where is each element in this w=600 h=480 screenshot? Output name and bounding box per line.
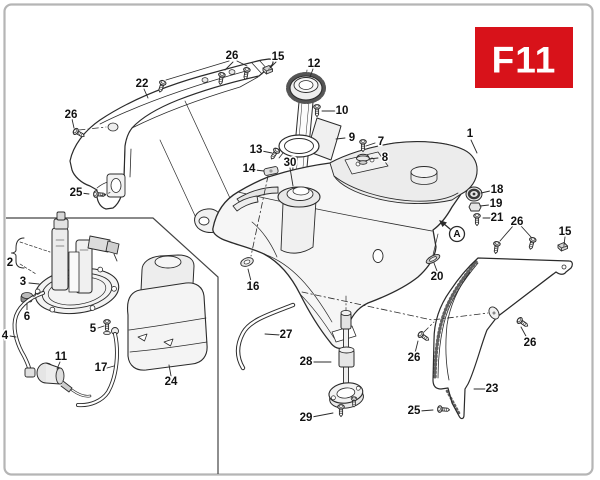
- part-label-20: 20: [431, 271, 444, 283]
- part-label-3: 3: [20, 276, 26, 288]
- part-label-10: 10: [336, 105, 349, 117]
- hardware-small-parts: [71, 65, 568, 414]
- part-label-25: 25: [408, 405, 421, 417]
- part-number-labels: 1234567891011121314151516171819202122232…: [0, 49, 573, 426]
- part-label-27: 27: [280, 329, 293, 341]
- part-label-17: 17: [95, 362, 108, 374]
- part-label-28: 28: [300, 356, 313, 368]
- part-label-6: 6: [24, 311, 30, 323]
- part-label-8: 8: [382, 152, 389, 164]
- part-label-24: 24: [165, 376, 178, 388]
- fuel-hose-drawing: [235, 302, 296, 371]
- washer-20: [425, 254, 441, 264]
- part-label-16: 16: [247, 281, 260, 293]
- part-label-7: 7: [378, 136, 384, 148]
- inset-box-border: [6, 217, 219, 474]
- arrow-icon: [439, 220, 447, 227]
- part-label-1: 1: [467, 128, 474, 140]
- construction-lines: [78, 126, 489, 333]
- bracket-plate-14: [263, 166, 279, 176]
- part-label-4: 4: [2, 330, 9, 342]
- view-marker-letter: A: [453, 229, 460, 240]
- figure-badge-text: F11: [492, 40, 557, 81]
- part-label-26: 26: [408, 352, 421, 364]
- figure-badge: F11: [475, 27, 573, 88]
- view-marker-a: [439, 220, 466, 243]
- filler-ring-drawing: [278, 117, 342, 161]
- part-label-12: 12: [308, 58, 321, 70]
- right-side-panel-drawing: [432, 257, 573, 420]
- page-border: [3, 3, 594, 476]
- part-label-26: 26: [65, 109, 78, 121]
- part-label-13: 13: [250, 144, 263, 156]
- fuel-pump-assembly-drawing: [11, 211, 120, 408]
- part-label-26: 26: [511, 216, 524, 228]
- bracket-brace: [11, 237, 25, 269]
- part-label-5: 5: [90, 323, 97, 335]
- fuel-tank-drawing: [194, 141, 478, 349]
- part-label-22: 22: [136, 78, 149, 90]
- canister-drawing: [126, 254, 208, 371]
- part-label-19: 19: [490, 198, 503, 210]
- figure-badge-background: [475, 27, 573, 88]
- part-label-15: 15: [272, 51, 285, 63]
- part-label-18: 18: [491, 184, 504, 196]
- part-label-15: 15: [559, 226, 572, 238]
- part-label-30: 30: [284, 157, 297, 169]
- leader-lines: [9, 60, 566, 418]
- part-label-29: 29: [300, 412, 313, 424]
- nut-19: [468, 202, 482, 212]
- part-label-23: 23: [486, 383, 499, 395]
- part-label-21: 21: [491, 212, 504, 224]
- grommet-18: [465, 186, 483, 202]
- part-label-11: 11: [55, 351, 68, 363]
- part-label-14: 14: [243, 163, 256, 175]
- left-side-panel-drawing: [69, 58, 274, 210]
- fuel-filter-drawing: [36, 362, 92, 398]
- part-label-2: 2: [7, 257, 13, 269]
- part-label-26: 26: [226, 50, 239, 62]
- part-label-25: 25: [70, 187, 83, 199]
- clip-16: [240, 257, 254, 267]
- part-label-26: 26: [524, 337, 537, 349]
- part-label-9: 9: [349, 132, 355, 144]
- fuel-valve-drawing: [328, 295, 364, 418]
